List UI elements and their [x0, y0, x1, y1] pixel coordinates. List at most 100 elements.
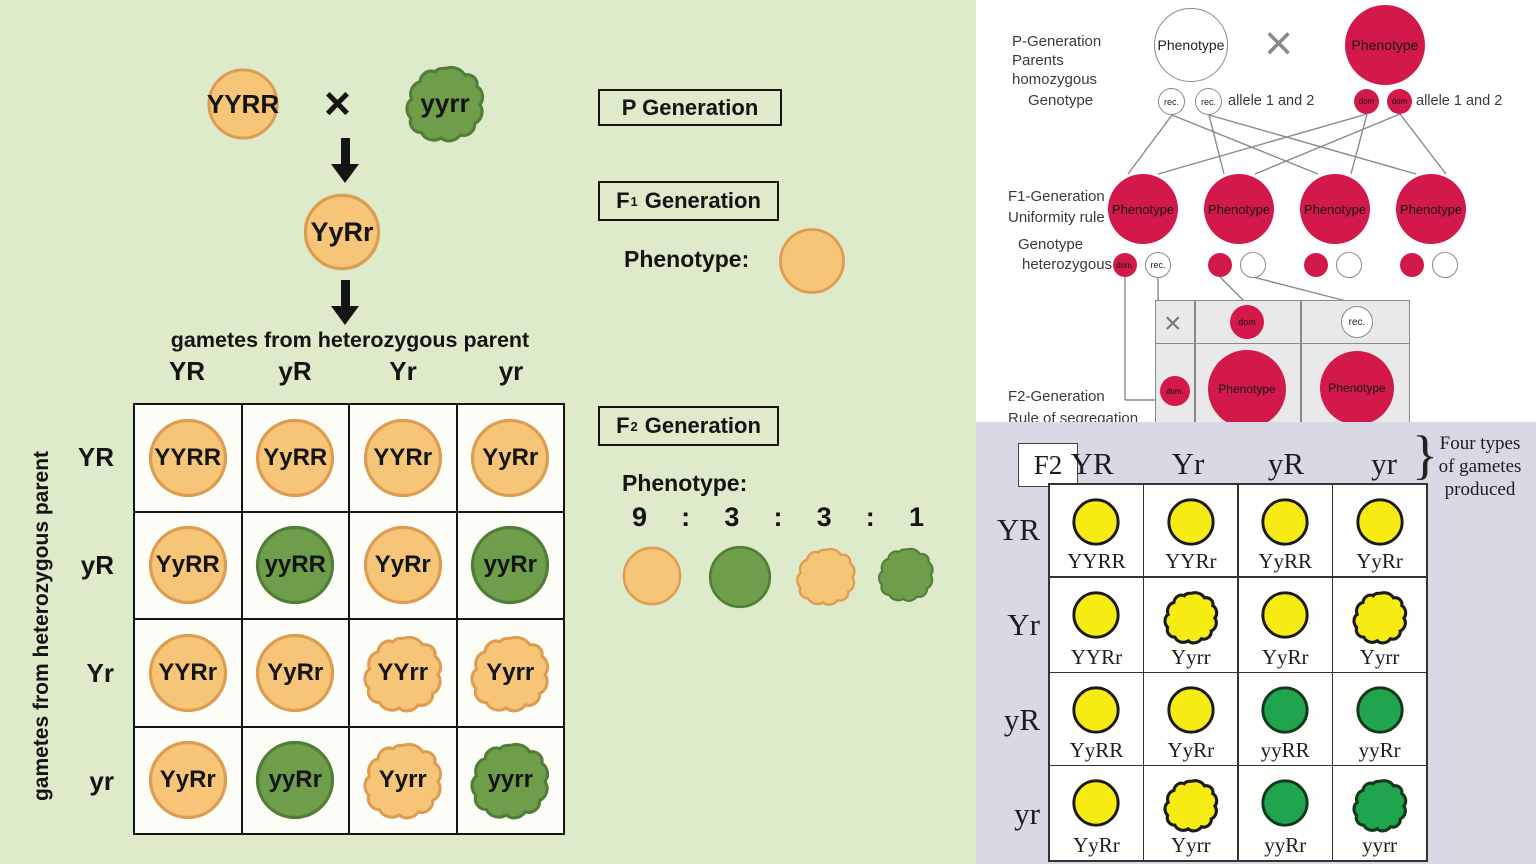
pea-yellow-round-shape — [1072, 686, 1121, 734]
dom-allele-circle: dom — [1387, 89, 1412, 114]
allele-note: allele 1 and 2 — [1416, 93, 1503, 109]
pea-shape — [1352, 777, 1408, 833]
pea-shape — [1354, 496, 1406, 548]
f2-punnett-cell: yyRr — [1238, 766, 1332, 860]
f1-phenotype-circle: Phenotype — [1300, 174, 1370, 244]
pea-orange-round-shape — [148, 633, 227, 712]
pea-shape — [469, 632, 551, 714]
ratio-value: : — [681, 502, 691, 532]
gamete-column-header: Yr — [389, 356, 417, 386]
f1-sub: 1 — [630, 193, 638, 209]
pea-shape — [466, 521, 554, 609]
gamete-column-header: yr — [498, 356, 524, 386]
genotype-label: yyrr — [1362, 833, 1398, 857]
pea-shape — [362, 739, 444, 821]
pea-yellow-round-shape — [1167, 498, 1215, 546]
f2-phenotype-circle: Phenotype — [1320, 351, 1394, 425]
dihybrid-cross-panel: YYRR × yyrr YyRr gametes from heterozygo… — [30, 65, 935, 835]
genotype-label: YyRr — [267, 658, 324, 686]
punnett-cell: yyRr — [457, 512, 563, 618]
p-generation-box: P Generation — [598, 89, 782, 126]
pea-orange-round-shape — [256, 633, 335, 712]
pea-green-round-shape — [256, 526, 335, 605]
f2-punnett-cell: YYRr — [1144, 485, 1238, 577]
f2-punnett-cell: YyRr — [1144, 673, 1238, 765]
pea-green-wrinkled-shape — [470, 743, 550, 820]
f2-row-header: yR — [1003, 701, 1040, 737]
genotype-label: YyRr — [374, 551, 431, 579]
genotype-label: YYrr — [377, 658, 429, 686]
pea-yellow-round-shape — [1167, 686, 1215, 734]
ratio-value: : — [865, 502, 875, 532]
rec-allele-circle — [1432, 252, 1458, 278]
ratio-value: 3 — [724, 502, 740, 532]
pea-f2green-round-shape — [1261, 779, 1309, 827]
pea-shape — [466, 414, 554, 502]
rec-allele-circle — [1240, 252, 1266, 278]
pea-shape — [1259, 496, 1311, 548]
genotype-label: YYRr — [373, 443, 433, 471]
down-arrow-icon — [331, 306, 359, 325]
f2-row-header: YR — [996, 512, 1040, 547]
f2-punnett-cell: Yyrr — [1144, 766, 1238, 860]
genotype-label: yyRR — [264, 551, 326, 579]
genotype-label: Genotype — [1028, 92, 1094, 109]
pea-orange-wrinkled-shape — [363, 635, 442, 713]
genotype-label: YyRR — [155, 551, 220, 579]
rec-allele-circle — [1336, 252, 1362, 278]
gamete-row-header: Yr — [86, 658, 114, 688]
parents-label: Parents — [1012, 52, 1064, 69]
parent1-genotype: YYRR — [206, 88, 280, 119]
pea-shape — [1259, 684, 1311, 736]
ratio-value: 9 — [632, 502, 648, 532]
f2-punnett-cell: Yyrr — [1144, 577, 1238, 672]
gametes-header: gametes from heterozygous parent — [170, 328, 530, 352]
pea-shape — [877, 545, 935, 603]
genotype-label: YYRR — [154, 443, 222, 471]
pea-shape — [1163, 777, 1219, 833]
genotype-label: YyRr — [1073, 833, 1120, 857]
pea-shape — [251, 736, 339, 824]
ratio-value: 3 — [816, 502, 832, 532]
genotype-label: YyRR — [263, 443, 328, 471]
down-arrow-icon — [331, 164, 359, 183]
gamete-row-header: yr — [89, 766, 114, 796]
pea-green-round-shape — [708, 545, 772, 609]
p-phenotype-recessive-circle: Phenotype — [1154, 8, 1228, 82]
pea-yellow-round-shape — [1072, 779, 1121, 827]
dom-allele-circle — [1304, 253, 1328, 277]
pea-shape — [1163, 589, 1219, 645]
pea-shape — [619, 543, 685, 609]
pea-yellow-wrinkled-shape — [1163, 590, 1219, 645]
f2-punnett-cell: YyRr — [1050, 766, 1143, 860]
dom-row-circle: dom. — [1160, 376, 1190, 406]
f1-generation-label: F1-Generation — [1008, 188, 1105, 205]
pea-orange-round-shape — [363, 418, 442, 497]
cross-icon: × — [1164, 307, 1182, 340]
genotype-label: yyRR — [1260, 737, 1310, 762]
gamete-row-header: YR — [77, 442, 114, 472]
pea-green-round-shape — [471, 526, 550, 605]
pea-shape — [1352, 589, 1408, 645]
pea-shape — [795, 545, 857, 607]
pea-shape — [144, 521, 232, 609]
pea-yellow-round-shape — [1261, 591, 1309, 639]
genotype-label: YYRr — [158, 658, 218, 686]
genotype-label: yyRr — [1358, 737, 1401, 762]
allele-note: allele 1 and 2 — [1228, 93, 1315, 109]
pea-orange-round-shape — [363, 526, 442, 605]
pea-shape — [1070, 684, 1122, 736]
pea-shape — [1354, 684, 1406, 736]
f2-phenotype-label: Phenotype: — [622, 470, 748, 496]
punnett-cell: YYRr — [350, 405, 456, 511]
pea-yellow-round-shape — [1072, 498, 1121, 546]
pea-green-round-shape — [256, 741, 335, 820]
gametes-note-line: Four types — [1439, 433, 1521, 454]
punnett-cell: YyRR — [242, 405, 348, 511]
f1-pea: YyRr — [299, 189, 385, 275]
pea-shape — [1259, 589, 1311, 641]
